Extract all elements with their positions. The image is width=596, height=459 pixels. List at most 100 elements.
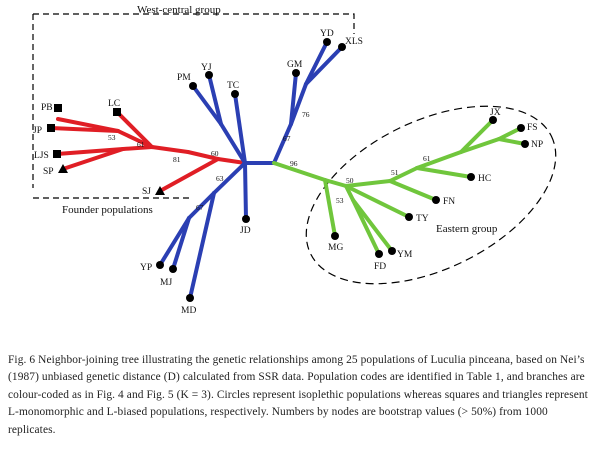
branch [272,122,293,165]
branch [116,129,154,149]
west-central-group-label: West-central group [137,4,221,16]
bootstrap-value: 53 [108,133,116,142]
branch [56,117,120,133]
circle-marker [467,173,475,181]
circle-marker [231,90,239,98]
branch [61,147,125,171]
branch [344,184,355,202]
population-label-mg: MG [328,243,343,253]
branch [351,198,394,253]
branch [289,71,298,126]
branch [304,40,329,86]
population-label-ty: TY [416,214,429,224]
branch [216,157,247,165]
branch [272,161,327,182]
branch [289,82,308,126]
branch [388,179,438,202]
circle-marker [388,247,396,255]
branch [219,122,247,165]
bootstrap-value: 63 [216,174,224,183]
bootstrap-value: 53 [336,196,344,205]
bootstrap-value: 81 [173,155,181,164]
population-label-ljs: LJS [34,151,49,161]
population-label-jd: JD [240,226,251,236]
square-marker [54,104,62,112]
branch [186,150,220,161]
circle-marker [292,69,300,77]
circle-marker [517,124,525,132]
bootstrap-value: 61 [137,140,145,149]
bootstrap-value: 67 [196,203,204,212]
population-label-np: NP [531,140,543,150]
square-marker [113,108,121,116]
population-label-mj: MJ [160,278,172,288]
branch [158,216,191,267]
circle-marker [156,261,164,269]
population-label-yj: YJ [201,63,212,73]
branch [497,126,523,141]
population-label-pm: PM [177,73,191,83]
population-label-md: MD [181,306,196,316]
neighbor-joining-tree: West-central group Founder populations E… [32,4,557,316]
branch [188,191,216,300]
bootstrap-value: 50 [346,176,354,185]
circle-marker [338,43,346,51]
branch [171,216,191,271]
circle-marker [186,294,194,302]
triangle-marker [58,164,68,173]
population-label-pb: PB [41,103,53,113]
branch [158,157,220,193]
branch [415,150,463,170]
branch [323,178,337,238]
branch [344,184,411,219]
square-marker [53,150,61,158]
founder-populations-label: Founder populations [62,204,153,216]
population-label-fs: FS [527,123,538,133]
population-label-yd: YD [320,29,334,39]
circle-marker [331,232,339,240]
circle-marker [489,116,497,124]
bootstrap-value: 96 [290,159,298,168]
bootstrap-values: 53 61 81 60 67 76 63 67 96 50 51 61 53 [108,110,431,212]
population-labels: PB LC JP LJS SP SJ PM YJ TC GM YD XLS JD… [33,29,543,316]
branch [351,198,381,256]
circle-marker [521,140,529,148]
circle-marker [242,215,250,223]
population-label-tc: TC [227,81,239,91]
tip-markers [47,38,529,302]
branch [187,191,216,220]
population-label-lc: LC [108,99,120,109]
eastern-group-outline [305,105,557,285]
branch [121,145,154,151]
circle-marker [405,213,413,221]
founder-branches [49,110,247,193]
circle-marker [169,265,177,273]
population-label-fn: FN [443,197,455,207]
eastern-branches [272,118,527,256]
circle-marker [205,71,213,79]
branch [55,147,125,156]
population-label-fd: FD [374,262,386,272]
branch [323,178,348,188]
population-label-sj: SJ [142,187,151,197]
square-marker [47,124,55,132]
branch [243,161,248,221]
circle-marker [375,250,383,258]
branch [212,161,247,195]
branch [459,118,495,154]
bootstrap-value: 51 [391,168,399,177]
branch [459,137,501,154]
population-label-hc: HC [478,174,491,184]
population-label-yp: YP [140,263,152,273]
branch [497,137,527,146]
bootstrap-value: 67 [283,134,291,143]
west-central-branches [158,40,344,300]
branch [388,166,419,183]
population-label-gm: GM [287,60,303,70]
branch [207,73,223,126]
population-label-jp: JP [33,126,42,136]
circle-marker [432,196,440,204]
figure-caption: Fig. 6 Neighbor-joining tree illustratin… [8,354,588,436]
bootstrap-value: 61 [423,154,431,163]
branch [150,145,190,154]
